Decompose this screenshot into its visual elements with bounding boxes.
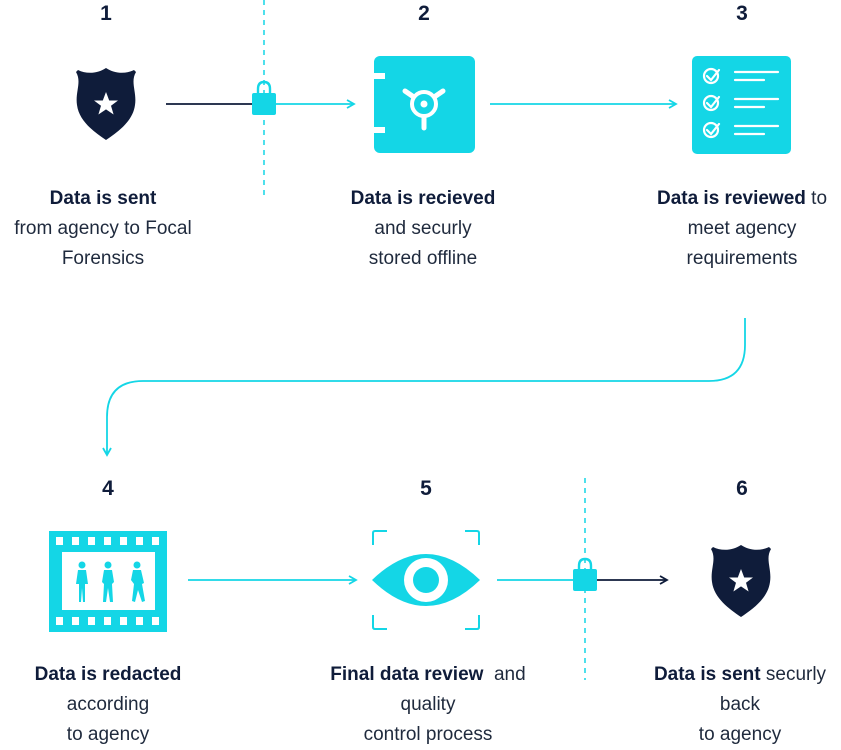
step-number: 3 [736,2,748,25]
step-title: Data is sent [49,188,157,209]
checklist-icon [692,56,791,154]
step-description-line: quality [400,694,456,715]
step-description-line: stored offline [368,248,478,269]
step-caption: Data is sent from agency to Focal Forens… [0,184,206,274]
step-description-line: control process [363,724,493,745]
step-description-line: from agency to Focal [14,218,192,239]
padlock-icon [252,80,276,115]
film-strip-icon [49,531,167,632]
step-description-line: Forensics [61,248,145,269]
step-description-line: and securly [374,218,472,239]
step-caption: Final data review and quality control pr… [308,660,548,750]
step-title-rest: to [805,188,828,209]
step-title: Data is sent [653,664,761,685]
arrow-3-to-4 [102,318,746,457]
eye-scan-icon [372,530,480,630]
step-description-line: to agency [66,724,150,745]
step-title: Data is recieved [350,188,496,209]
step-number: 2 [418,2,430,25]
step-caption: Data is redacted according to agency [8,660,208,750]
step-title-rest: and [483,664,526,685]
step-number: 5 [420,477,432,500]
step-description-line: according [66,694,150,715]
step-description-line: back [719,694,761,715]
police-badge-icon [76,68,136,140]
step-title-rest: securly [760,664,827,685]
step-number: 4 [102,477,114,500]
step-title: Final data review [330,664,484,685]
step-title: Data is redacted [34,664,182,685]
step-caption: Data is sent securly back to agency [640,660,840,750]
step-description-line: requirements [686,248,798,269]
step-caption: Data is recieved and securly stored offl… [322,184,524,274]
step-caption: Data is reviewed to meet agency requirem… [640,184,841,274]
step-description-line: to agency [698,724,782,745]
step-description-line: meet agency [687,218,797,239]
step-number: 1 [100,2,112,25]
police-badge-icon [711,545,771,617]
padlock-icon [573,557,597,591]
step-number: 6 [736,477,748,500]
safe-icon [374,56,475,153]
step-title: Data is reviewed [656,188,806,209]
